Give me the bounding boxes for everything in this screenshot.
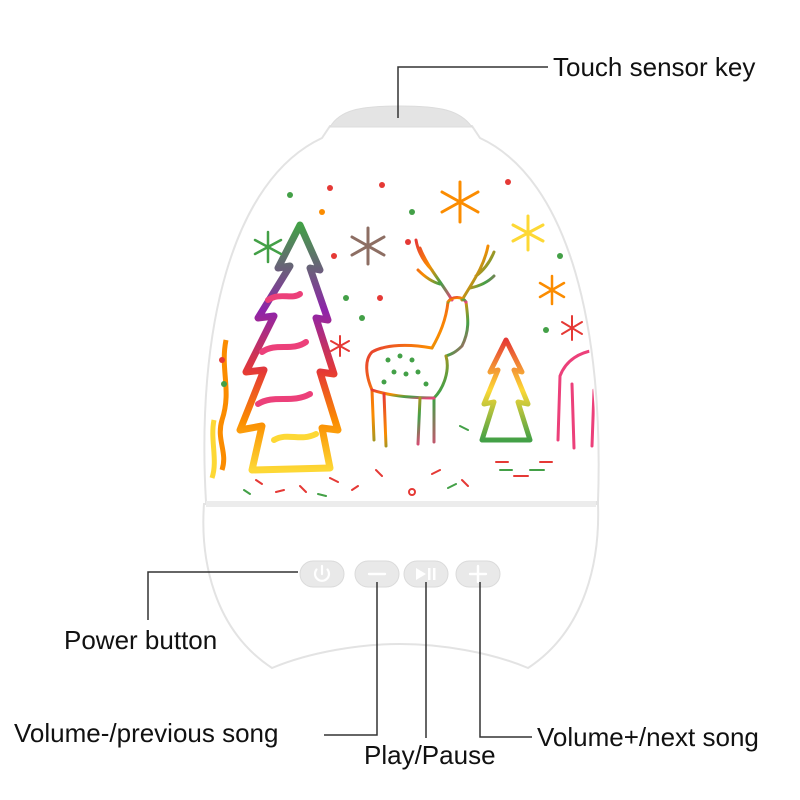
play-pause-label: Play/Pause [364, 740, 496, 770]
power-button[interactable] [300, 561, 344, 587]
touch-sensor-label: Touch sensor key [553, 52, 755, 82]
lamp-base [203, 504, 598, 668]
lamp-body [203, 106, 598, 668]
volume-up-button[interactable] [456, 561, 500, 587]
volume-up-label: Volume+/next song [537, 722, 759, 752]
power-button-label: Power button [64, 625, 217, 655]
volume-down-label: Volume-/previous song [14, 718, 278, 748]
touch-sensor-cap[interactable] [330, 106, 472, 127]
